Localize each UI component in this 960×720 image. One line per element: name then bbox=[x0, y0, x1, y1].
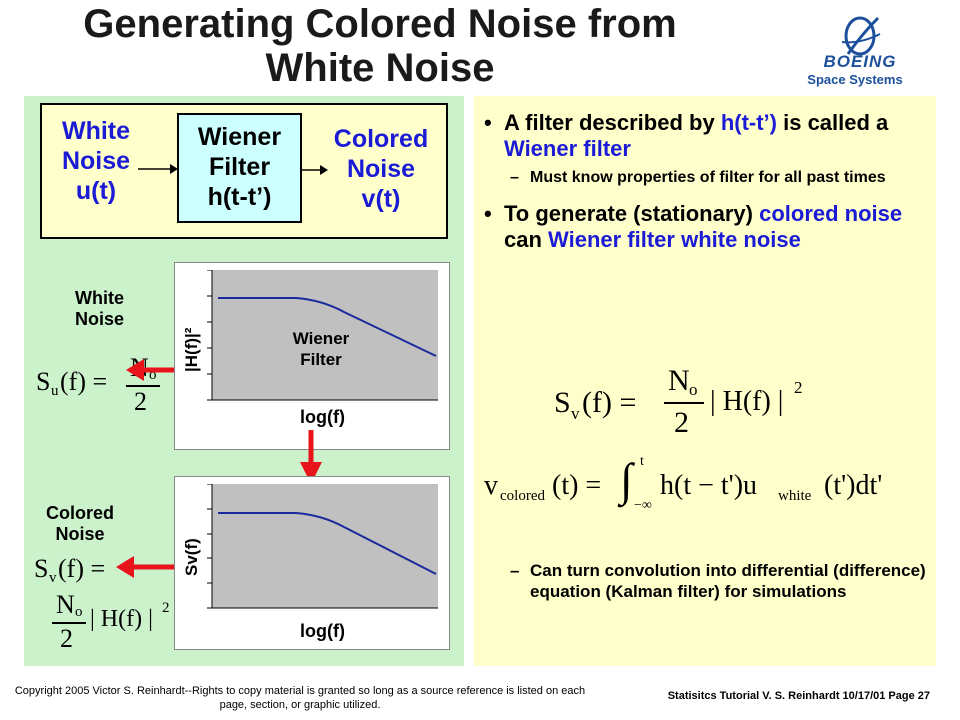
colored-noise-label-line: Noise bbox=[55, 524, 105, 544]
filter-label-line: Filter bbox=[208, 153, 271, 181]
sv-right-equation: S v (f) = N o 2 | H(f) | 2 bbox=[554, 364, 814, 444]
white-noise-label: White Noise bbox=[52, 288, 147, 330]
output-arrow-icon bbox=[302, 165, 328, 175]
bottom-plot-xlabel: log(f) bbox=[300, 621, 345, 641]
sv-right-den: 2 bbox=[674, 406, 689, 439]
sub-bullet-2-text: Can turn convolution into differential (… bbox=[530, 561, 926, 601]
white-noise-label-line: Noise bbox=[74, 309, 125, 329]
sub-bullet-1: –Must know properties of filter for all … bbox=[484, 168, 924, 187]
wiener-filter-box: Wiener Filter h(t-t’) bbox=[177, 113, 302, 223]
bullet-1-highlight: Wiener filter bbox=[504, 136, 631, 161]
bullet-1-text: A filter described by bbox=[504, 110, 721, 135]
su-sub: u bbox=[51, 383, 59, 399]
sv-right-exp: 2 bbox=[794, 378, 803, 397]
red-arrow-left-top-icon bbox=[126, 359, 174, 381]
dash-icon: – bbox=[510, 561, 520, 580]
su-den: 2 bbox=[134, 387, 147, 416]
output-label-line: Colored bbox=[333, 125, 429, 153]
bottom-plot-ylabel: Sv(f) bbox=[182, 538, 201, 576]
conv-body: h(t − t')u bbox=[660, 470, 758, 501]
right-panel bbox=[474, 96, 936, 666]
red-arrow-down-icon bbox=[300, 430, 322, 484]
su-fraction-bar bbox=[126, 385, 160, 387]
conv-int-top: t bbox=[640, 454, 644, 469]
bullet-1-highlight: h(t-t’) bbox=[720, 110, 777, 135]
bullet-2-text: To generate (stationary) bbox=[504, 201, 760, 226]
sv-left-num: N bbox=[56, 590, 75, 619]
colored-noise-label-line: Colored bbox=[45, 503, 114, 523]
bullet-2-text: can bbox=[504, 227, 549, 252]
sv-right-num: N bbox=[668, 364, 690, 397]
white-noise-label-line: White bbox=[75, 288, 124, 308]
filter-curve bbox=[207, 270, 438, 401]
conv-u-sub: white bbox=[778, 488, 812, 504]
input-label-line: Noise bbox=[61, 147, 131, 175]
sv-right-sub: v bbox=[571, 404, 580, 423]
input-label: White Noise u(t) bbox=[44, 116, 148, 206]
convolution-equation: v colored (t) = ∫ t −∞ h(t − t')u white … bbox=[484, 452, 924, 516]
title-line-1: Generating Colored Noise from bbox=[83, 2, 677, 46]
bullet-1: A filter described by h(t-t’) is called … bbox=[484, 110, 924, 162]
colored-plot-area bbox=[212, 484, 438, 608]
title-line-2: White Noise bbox=[265, 46, 495, 90]
sv-right-num-sub: o bbox=[689, 380, 698, 399]
integral-icon: ∫ bbox=[620, 454, 633, 505]
sv-left-exp: 2 bbox=[162, 600, 170, 616]
copyright-footer: Copyright 2005 Victor S. Reinhardt--Righ… bbox=[14, 685, 586, 711]
sv-left-equation: S v (f) = bbox=[34, 552, 164, 592]
sv-left-num-sub: o bbox=[75, 604, 83, 620]
bullet-list: A filter described by h(t-t’) is called … bbox=[484, 110, 924, 253]
su-lhs: S bbox=[36, 367, 51, 396]
page-footer: Statisitcs Tutorial V. S. Reinhardt 10/1… bbox=[667, 690, 930, 702]
sub-bullet-2: –Can turn convolution into differential … bbox=[484, 560, 960, 602]
plot-label-line: Wiener bbox=[292, 329, 350, 348]
sv-left-sub: v bbox=[49, 570, 57, 586]
sv-left-rhs: N o 2 | H(f) | 2 bbox=[52, 590, 182, 653]
sv-left-tail: | H(f) | bbox=[90, 606, 153, 632]
conv-end: (t')dt' bbox=[824, 470, 883, 501]
sv-left-lhs: S bbox=[34, 554, 49, 583]
red-arrow-left-bottom-icon bbox=[116, 556, 174, 578]
bullet-2-highlight: colored noise bbox=[759, 201, 903, 226]
su-arg: (f) = bbox=[60, 367, 108, 396]
bullet-1-text: is called a bbox=[777, 110, 889, 135]
wiener-filter-plot-label: Wiener Filter bbox=[276, 328, 366, 370]
top-plot-ylabel: |H(f)|² bbox=[182, 327, 201, 372]
conv-int-bot: −∞ bbox=[634, 498, 652, 513]
sv-left-arg: (f) = bbox=[58, 554, 106, 583]
conv-v-sub: colored bbox=[500, 488, 545, 504]
input-label-line: u(t) bbox=[75, 177, 117, 205]
input-arrow-icon bbox=[138, 164, 178, 174]
output-label-line: v(t) bbox=[361, 185, 401, 213]
bullet-2: To generate (stationary) colored noise c… bbox=[484, 201, 924, 253]
logo-wordmark: BOEING bbox=[823, 52, 897, 71]
filter-plot-area bbox=[212, 270, 438, 400]
input-label-line: White bbox=[61, 117, 131, 145]
sv-left-den: 2 bbox=[60, 624, 73, 653]
su-num-sub: o bbox=[149, 367, 157, 383]
output-label: Colored Noise v(t) bbox=[316, 124, 446, 214]
sub-bullet-1-text: Must know properties of filter for all p… bbox=[530, 169, 886, 186]
colored-curve bbox=[207, 484, 438, 609]
filter-label-line: h(t-t’) bbox=[207, 183, 272, 211]
bullet-2-highlight: Wiener filter white noise bbox=[548, 227, 801, 252]
plot-label-line: Filter bbox=[300, 350, 342, 369]
sv-left-fraction-bar bbox=[52, 622, 86, 624]
conv-mid: (t) = bbox=[552, 470, 602, 501]
logo-subtitle: Space Systems bbox=[807, 72, 903, 87]
sv-right-fraction-bar bbox=[664, 402, 704, 404]
boeing-globe-icon bbox=[841, 16, 881, 56]
slide-title: Generating Colored Noise from White Nois… bbox=[30, 2, 730, 90]
colored-noise-label: Colored Noise bbox=[28, 503, 132, 545]
sv-right-lhs: S bbox=[554, 386, 571, 419]
filter-label-line: Wiener bbox=[197, 123, 282, 151]
dash-icon: – bbox=[510, 169, 519, 186]
output-label-line: Noise bbox=[346, 155, 416, 183]
sv-right-arg: (f) = bbox=[582, 386, 637, 419]
conv-v: v bbox=[484, 470, 498, 501]
sv-right-tail: | H(f) | bbox=[710, 386, 784, 417]
top-plot-xlabel: log(f) bbox=[300, 407, 345, 427]
